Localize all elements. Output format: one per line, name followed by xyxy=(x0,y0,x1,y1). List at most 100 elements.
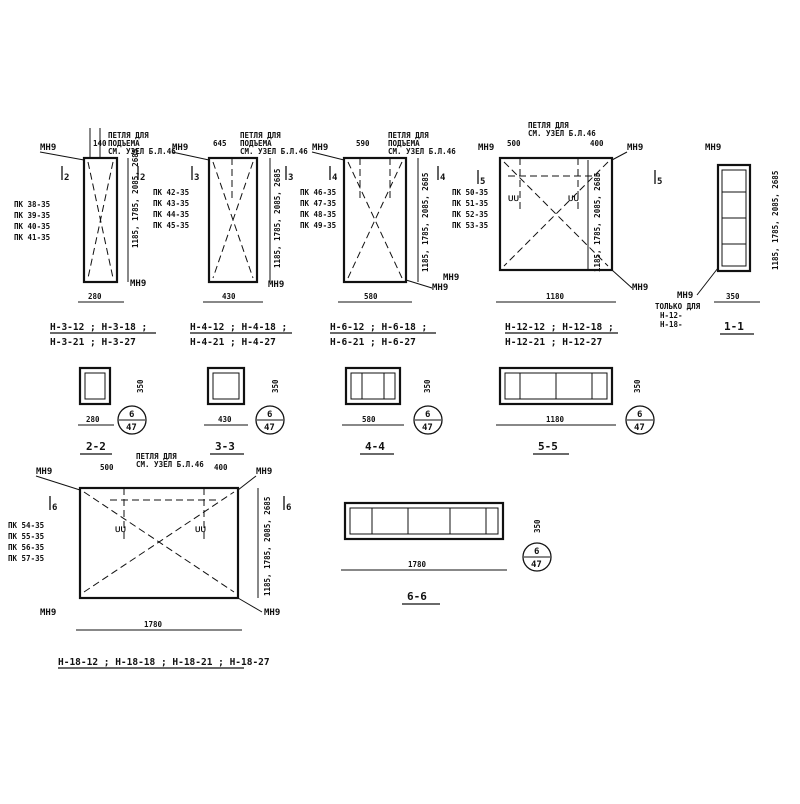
pk-label: ПК 51-35 xyxy=(452,199,488,208)
sheet-ref-num: 6 xyxy=(425,410,430,420)
panel-n4-elevation: 645 ПЕТЛЯ ДЛЯ ПОДЪЕМА СМ. УЗЕЛ Б.Л.46 МН… xyxy=(153,131,308,348)
section-inner xyxy=(84,372,106,400)
leader xyxy=(35,475,81,491)
heights-dimension: 1185, 1785, 2085, 2685 xyxy=(131,149,140,248)
diagonal xyxy=(503,161,609,267)
sheet-ref-num: 6 xyxy=(534,547,539,557)
panel-caption: Н-12-12 ; Н-12-18 ; xyxy=(505,322,614,333)
loop-note-line: ПОДЪЕМА xyxy=(240,139,272,148)
loop-symbol: ᑌᑌ xyxy=(508,194,519,203)
sheet-ref-sheet: 47 xyxy=(531,560,542,570)
pk-label: ПК 53-35 xyxy=(452,221,488,230)
panel-caption: Н-6-21 ; Н-6-27 xyxy=(330,337,416,348)
cut-number: 4 xyxy=(440,173,446,183)
top-dimension: 500 xyxy=(100,463,114,472)
loop-note-line: ПЕТЛЯ ДЛЯ xyxy=(136,452,177,461)
top-dimension: 140 xyxy=(93,139,107,148)
sheet-ref-sheet: 47 xyxy=(634,423,645,433)
sheet-ref-num: 6 xyxy=(129,410,134,420)
loop-note-line: ПЕТЛЯ ДЛЯ xyxy=(240,131,281,140)
section-5-5: 350 1180 5-5 6 47 xyxy=(496,366,655,455)
panel-outline xyxy=(78,486,240,600)
width-dimension: 280 xyxy=(88,292,102,301)
side-note-line: Н-18- xyxy=(660,320,683,329)
heights-dimension: 1185, 1785, 2085, 2685 xyxy=(263,497,272,596)
heights-dimension: 1185, 1785, 2085, 2685 xyxy=(593,173,602,272)
panel-n18-elevation: ᑌᑌ ᑌᑌ 500 400 ПЕТЛЯ ДЛЯ СМ. УЗЕЛ Б.Л.46 … xyxy=(8,452,291,669)
depth-dimension: 350 xyxy=(633,379,642,393)
pk-label: ПК 52-35 xyxy=(452,210,488,219)
depth-dimension: 350 xyxy=(136,379,145,393)
diagonal xyxy=(347,161,403,279)
width-dimension: 1180 xyxy=(546,415,565,424)
pk-label: ПК 45-35 xyxy=(153,221,189,230)
panel-caption: Н-4-21 ; Н-4-27 xyxy=(190,337,276,348)
mark-label: МН9 xyxy=(432,283,448,293)
pk-label: ПК 56-35 xyxy=(8,543,44,552)
width-dimension: 1180 xyxy=(546,292,565,301)
leader xyxy=(696,267,719,296)
leader xyxy=(611,151,628,161)
width-dimension: 350 xyxy=(726,292,740,301)
loop-symbol: ᑌᑌ xyxy=(568,194,579,203)
diagonal xyxy=(83,491,235,593)
loop-symbol: ᑌᑌ xyxy=(115,525,126,534)
panel-n12-elevation: ᑌᑌ ᑌᑌ 500 400 ПЕТЛЯ ДЛЯ СМ. УЗЕЛ Б.Л.46 … xyxy=(443,121,662,348)
pk-label: ПК 44-35 xyxy=(153,210,189,219)
width-dimension: 580 xyxy=(364,292,378,301)
panel-caption: Н-6-12 ; Н-6-18 ; xyxy=(330,322,427,333)
panel-n3-elevation: 140 ПЕТЛЯ ДЛЯ ПОДЪЕМА СМ. УЗЕЛ Б.Л.46 МН… xyxy=(14,128,176,348)
diagonal xyxy=(87,161,114,279)
panel-caption: Н-12-21 ; Н-12-27 xyxy=(505,337,602,348)
top-dimension: 400 xyxy=(214,463,228,472)
mark-label: МН9 xyxy=(130,279,146,289)
width-dimension: 1780 xyxy=(408,560,427,569)
cut-number: 3 xyxy=(288,173,293,183)
depth-dimension: 350 xyxy=(271,379,280,393)
section-outline xyxy=(206,366,246,406)
side-note-line: Н-12- xyxy=(660,311,683,320)
sheet-ref-circle xyxy=(117,405,147,435)
width-dimension: 580 xyxy=(362,415,376,424)
top-dimension: 400 xyxy=(590,139,604,148)
width-dimension: 1780 xyxy=(144,620,163,629)
panel-outline xyxy=(207,156,259,284)
sheet-ref-num: 6 xyxy=(637,410,642,420)
sheet-ref-circle xyxy=(522,542,552,572)
mark-label: МН9 xyxy=(677,291,693,301)
heights-dimension: 1185, 1785, 2085, 2685 xyxy=(421,173,430,272)
pk-label: ПК 46-35 xyxy=(300,188,336,197)
pk-label: ПК 40-35 xyxy=(14,222,50,231)
section-title: 2-2 xyxy=(86,440,106,453)
section-2-2: 350 280 2-2 6 47 xyxy=(78,366,147,455)
sheet-ref-sheet: 47 xyxy=(126,423,137,433)
pk-label: ПК 42-35 xyxy=(153,188,189,197)
section-title: 6-6 xyxy=(407,590,427,603)
pk-label: ПК 43-35 xyxy=(153,199,189,208)
sheet-ref-circle xyxy=(413,405,443,435)
mark-label: МН9 xyxy=(256,467,272,477)
mark-label: МН9 xyxy=(36,467,52,477)
sheet-ref-sheet: 47 xyxy=(422,423,433,433)
section-title: 1-1 xyxy=(724,320,744,333)
mark-label: МН9 xyxy=(478,143,494,153)
cut-number: 3 xyxy=(194,173,199,183)
section-title: 4-4 xyxy=(365,440,385,453)
leader xyxy=(171,151,210,161)
panel-caption: Н-4-12 ; Н-4-18 ; xyxy=(190,322,287,333)
cut-number: 5 xyxy=(657,177,662,187)
pk-label: ПК 55-35 xyxy=(8,532,44,541)
panel-caption: Н-18-12 ; Н-18-18 ; Н-18-21 ; Н-18-27 xyxy=(58,657,270,668)
panel-caption: Н-3-21 ; Н-3-27 xyxy=(50,337,136,348)
section-inner xyxy=(349,507,499,535)
section-outline xyxy=(343,501,505,541)
cut-number: 5 xyxy=(480,177,485,187)
pk-label: ПК 49-35 xyxy=(300,221,336,230)
pk-label: ПК 48-35 xyxy=(300,210,336,219)
mark-label: МН9 xyxy=(268,280,284,290)
section-4-4: 350 580 4-4 6 47 xyxy=(342,366,443,455)
heights-dimension: 1185, 1785, 2085, 2685 xyxy=(273,169,282,268)
cut-number: 6 xyxy=(286,503,291,513)
